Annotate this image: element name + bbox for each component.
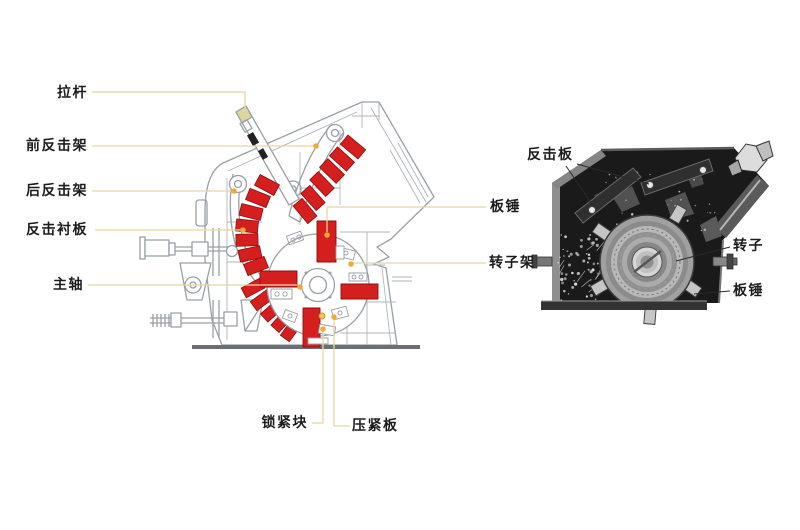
upper-adjusting-rod: [139, 228, 239, 276]
photo-cutaway: [531, 140, 774, 325]
schematic-line-drawing: [139, 101, 435, 349]
label-lock-block: 锁紧块: [261, 415, 308, 431]
pull-rod: [235, 105, 300, 206]
label-front-impact-frame: 前反击架: [26, 138, 88, 154]
photo-left-wall: [552, 183, 560, 303]
label-main-shaft: 主轴: [53, 277, 84, 293]
leader-marker-dots: [231, 143, 354, 332]
photo-base: [541, 301, 707, 310]
lower-adjusting-rod: [150, 299, 264, 338]
photo-top-slope: [552, 150, 606, 189]
suspension-bracket: [179, 262, 212, 301]
housing-handle: [195, 199, 208, 227]
label-photo-rotor: 转子: [733, 238, 764, 254]
label-pressing-plate: 压紧板: [352, 418, 399, 434]
blow-bars-red: [259, 220, 379, 348]
photo-impact-plates: [574, 158, 714, 224]
photo-feed-chute: [714, 140, 774, 238]
photo-leader-lines: [565, 163, 731, 295]
label-rear-impact-frame: 后反击架: [26, 183, 88, 199]
label-photo-impact-plate: 反击板: [527, 147, 574, 163]
label-photo-blow-bar: 板锤: [733, 283, 764, 299]
leader-lines: [88, 91, 486, 427]
photo-shaft-stubs: [531, 253, 738, 270]
rotor-disc: [266, 230, 370, 337]
photo-rotor: [589, 203, 703, 325]
label-impact-liner-plate: 反击衬板: [26, 222, 88, 238]
label-pull-rod: 拉杆: [57, 85, 88, 101]
photo-spray-speckles: [557, 234, 611, 302]
label-rotor-frame: 转子架: [489, 255, 536, 271]
impact-liner-plates-red: [235, 134, 367, 343]
label-blow-bar: 板锤: [490, 199, 521, 215]
